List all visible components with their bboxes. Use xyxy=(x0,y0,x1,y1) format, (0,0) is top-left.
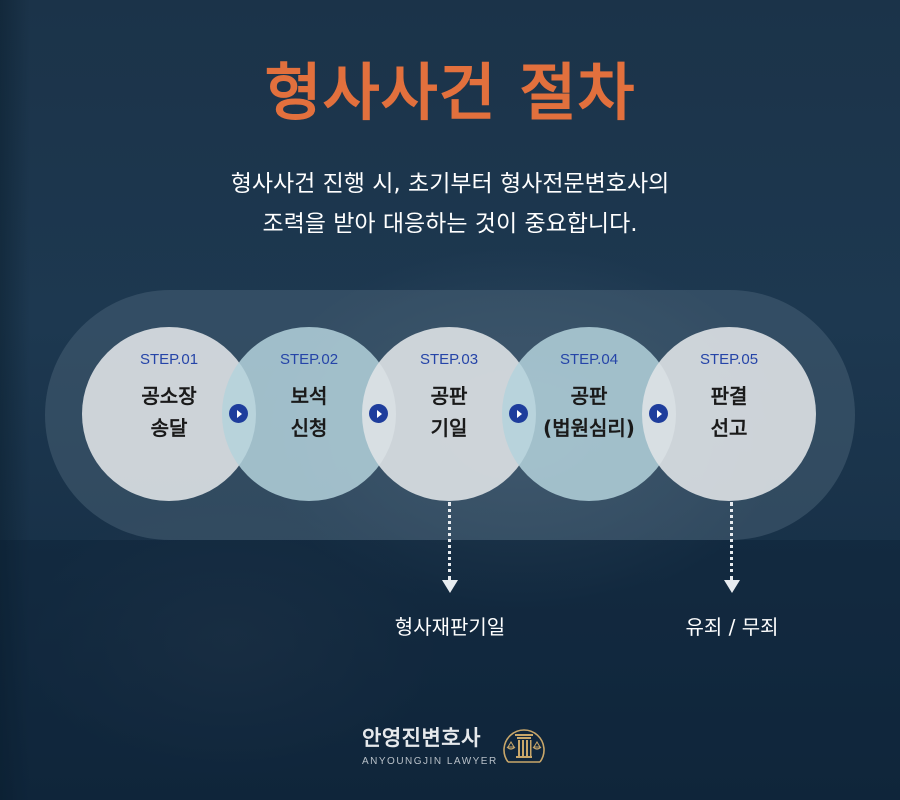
down-arrow-icon xyxy=(442,580,458,593)
step-2-name-line-2: 신청 xyxy=(290,416,328,440)
step-5-label: STEP.05 xyxy=(699,351,759,368)
play-arrow-icon xyxy=(369,404,388,423)
step-1-name-line-2: 송달 xyxy=(150,416,188,440)
step-1-name-line-1: 공소장 xyxy=(141,384,197,408)
step-2-label: STEP.02 xyxy=(279,351,339,368)
subtitle-line-1: 형사사건 진행 시, 초기부터 형사전문변호사의 xyxy=(230,171,670,197)
step-3-label: STEP.03 xyxy=(419,351,479,368)
step-1-name: 공소장 송달 xyxy=(141,380,196,444)
step-2-name: 보석 신청 xyxy=(291,380,328,444)
brand-name-korean: 안영진변호사 xyxy=(362,726,481,750)
step-3-outcome: 형사재판기일 xyxy=(394,615,506,639)
step-4-name: 공판 (법원심리) xyxy=(543,380,635,444)
step-5-name: 판결 선고 xyxy=(711,380,748,444)
page-title: 형사사건 절차 xyxy=(264,56,636,129)
play-arrow-icon xyxy=(649,404,668,423)
step-4-label: STEP.04 xyxy=(559,351,619,368)
step-3-name-line-1: 공판 xyxy=(430,384,468,408)
step-1-label: STEP.01 xyxy=(139,351,199,368)
step-5-circle: STEP.05 판결 선고 xyxy=(642,327,816,501)
step-3-dotted-connector xyxy=(448,502,451,580)
page-subtitle: 형사사건 진행 시, 초기부터 형사전문변호사의 조력을 받아 대응하는 것이 … xyxy=(0,164,900,244)
step-5-name-line-2: 선고 xyxy=(710,416,748,440)
brand: 안영진변호사 ANYOUNGJIN LAWYER xyxy=(362,722,498,767)
play-arrow-icon xyxy=(509,404,528,423)
play-arrow-icon xyxy=(229,404,248,423)
step-3-name-line-2: 기일 xyxy=(430,416,468,440)
step-3-name: 공판 기일 xyxy=(431,380,468,444)
background-edge-shadow xyxy=(0,0,30,800)
down-arrow-icon xyxy=(724,580,740,593)
step-5-outcome: 유죄 / 무죄 xyxy=(685,615,779,639)
step-4-name-line-2: (법원심리) xyxy=(543,416,635,440)
scales-pillar-logo-icon xyxy=(503,729,545,763)
step-5-name-line-1: 판결 xyxy=(710,384,748,408)
subtitle-line-2: 조력을 받아 대응하는 것이 중요합니다. xyxy=(262,211,638,237)
brand-name-english: ANYOUNGJIN LAWYER xyxy=(362,756,498,767)
step-4-name-line-1: 공판 xyxy=(570,384,608,408)
step-5-dotted-connector xyxy=(730,502,733,580)
step-2-name-line-1: 보석 xyxy=(290,384,328,408)
